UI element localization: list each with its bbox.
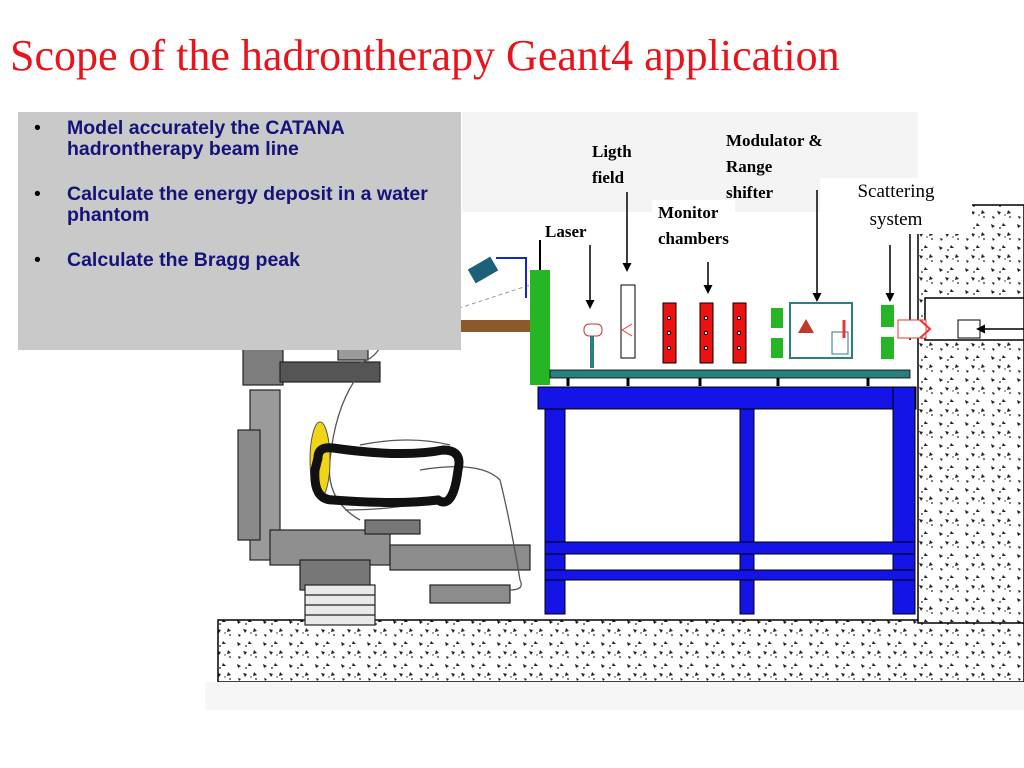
label-line: Ligth [592, 142, 632, 161]
label-line: field [592, 168, 625, 187]
scattering-system [881, 305, 1024, 359]
label-line: Scattering [857, 181, 935, 202]
bullet-item: • Calculate the Bragg peak [34, 250, 451, 271]
laser-device [467, 256, 527, 298]
immobilization-mask [310, 443, 464, 507]
laser-component [583, 323, 603, 368]
label-modulator: Modulator & Range shifter [726, 128, 823, 206]
support-table [537, 386, 917, 615]
label-ligth-field: Ligth field [592, 139, 632, 191]
bullet-text: Model accurately the CATANA hadrontherap… [67, 117, 345, 160]
shielding-wall [909, 204, 1024, 624]
label-monitor-chambers: Monitor chambers [652, 200, 735, 252]
label-line: Monitor [658, 203, 719, 222]
bullet-marker: • [34, 249, 41, 271]
bullet-marker: • [34, 117, 41, 139]
label-line: Modulator & [726, 131, 823, 150]
bullet-text: Calculate the Bragg peak [67, 249, 300, 271]
bullet-item: • Calculate the energy deposit in a water… [34, 184, 451, 226]
label-laser: Laser [545, 222, 587, 241]
bullet-text: Calculate the energy deposit in a water … [67, 183, 428, 226]
collimator-block [530, 270, 550, 385]
patient-chair [237, 299, 531, 626]
bullet-item: • Model accurately the CATANA hadronthera… [34, 118, 451, 160]
monitor-chambers [662, 302, 747, 364]
floor-slab [205, 619, 1024, 710]
label-line: chambers [658, 229, 729, 248]
label-line: system [869, 209, 923, 230]
bullet-box: • Model accurately the CATANA hadronthera… [18, 112, 461, 350]
beam-nozzle [445, 320, 535, 332]
beamline-rail [549, 369, 911, 386]
label-line: shifter [726, 183, 774, 202]
light-field [620, 284, 636, 359]
modulator-range-shifter [771, 302, 853, 359]
label-scattering-system: Scattering system [820, 178, 972, 234]
label-arrows [585, 190, 895, 309]
bullet-list: • Model accurately the CATANA hadronthera… [34, 118, 451, 271]
slide-title: Scope of the hadrontherapy Geant4 applic… [10, 31, 840, 80]
label-line: Range [726, 157, 773, 176]
bullet-marker: • [34, 183, 41, 205]
